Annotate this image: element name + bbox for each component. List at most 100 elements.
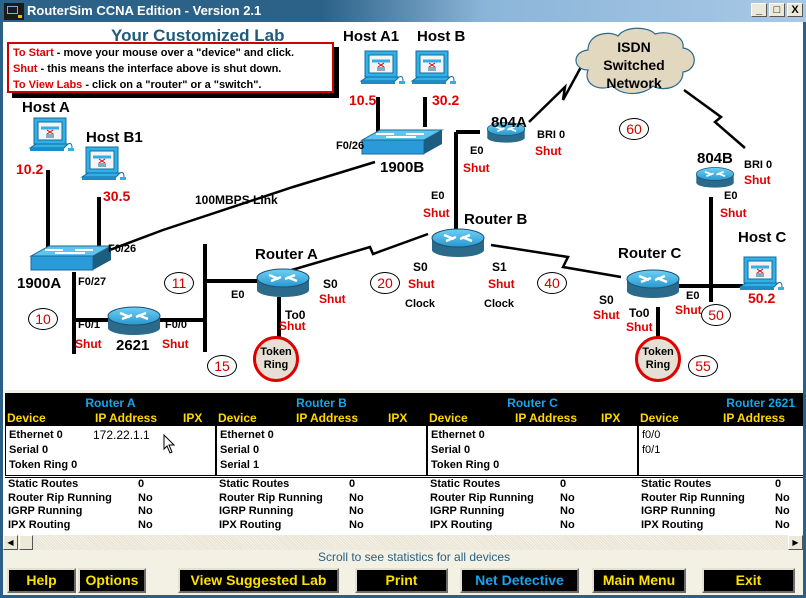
ip-address-value[interactable]: 172.22.1.1 xyxy=(93,428,150,442)
device-statistics: Router A Device IP Address IPX Ethernet … xyxy=(3,393,803,535)
links xyxy=(46,97,743,354)
maximize-button[interactable]: □ xyxy=(769,3,785,17)
port-routerb-s1: S1 xyxy=(492,260,507,274)
port-2621-f00: F0/0 xyxy=(165,319,188,331)
host-b1-label: Host B1 xyxy=(86,129,143,146)
router-b-icon[interactable] xyxy=(430,227,486,259)
col-ipx: IPX xyxy=(183,411,203,425)
shut-2621-f01: Shut xyxy=(75,337,102,351)
interface-row: Token Ring 0 xyxy=(9,459,78,471)
print-button[interactable]: Print xyxy=(355,568,448,593)
shut-804a-bri0: Shut xyxy=(535,144,562,158)
token-ring-a[interactable]: Token Ring xyxy=(253,336,299,382)
instruction-shut: Shut - this means the interface above is… xyxy=(13,63,282,75)
port-routera-e0: E0 xyxy=(231,289,245,301)
interface-row: Serial 0 xyxy=(220,444,260,456)
instruction-view-labs: To View Labs - click on a "router" or a … xyxy=(13,79,262,91)
router-c-icon[interactable] xyxy=(625,268,681,300)
options-button[interactable]: Options xyxy=(78,568,146,593)
interface-row: Serial 1 xyxy=(220,459,260,471)
port-routera-s0: S0 xyxy=(323,277,338,291)
col-ip: IP Address xyxy=(515,411,578,425)
view-suggested-lab-button[interactable]: View Suggested Lab xyxy=(178,568,339,593)
host-b1-icon[interactable] xyxy=(80,145,128,182)
serial-link-a-b xyxy=(284,232,429,274)
port-routerb-s0: S0 xyxy=(413,260,428,274)
col-ip: IP Address xyxy=(296,411,359,425)
port-routera-to0: To0 xyxy=(285,308,306,322)
router-804a-label: 804A xyxy=(491,114,527,131)
shut-routerb-s0: Shut xyxy=(408,277,435,291)
shut-routerc-e0: Shut xyxy=(675,303,702,317)
page-heading: Your Customized Lab xyxy=(111,26,285,45)
port-1900a-f027: F0/27 xyxy=(78,276,107,288)
network-number-11: 11 xyxy=(164,272,194,294)
shut-2621-f00: Shut xyxy=(162,337,189,351)
stats-panel-router-2621: Router 2621 Device IP Address f0/0 f0/1 … xyxy=(638,393,803,531)
network-number-40: 40 xyxy=(537,272,567,294)
link-100mbps xyxy=(98,160,376,256)
router-2621-icon[interactable] xyxy=(106,305,162,337)
router-a-icon[interactable] xyxy=(255,267,311,299)
isdn-cloud[interactable] xyxy=(575,27,695,95)
isdn-link-804a xyxy=(528,66,583,123)
host-b-label: Host B xyxy=(417,28,466,45)
network-number-10: 10 xyxy=(28,308,58,330)
main-menu-button[interactable]: Main Menu xyxy=(592,568,686,593)
host-a-ip: 10.2 xyxy=(16,161,44,177)
router-a-label: Router A xyxy=(255,246,318,263)
exit-button[interactable]: Exit xyxy=(702,568,795,593)
interface-row: Serial 0 xyxy=(9,444,49,456)
router-804b-icon[interactable] xyxy=(695,166,735,189)
port-804b-e0: E0 xyxy=(724,190,738,202)
instructions-box: To Start - move your mouse over a "devic… xyxy=(7,42,334,93)
scroll-right-button[interactable]: ▶ xyxy=(788,535,803,550)
help-button[interactable]: Help xyxy=(7,568,76,593)
port-routerc-to0: To0 xyxy=(629,306,650,320)
shut-804b-bri0: Shut xyxy=(744,173,771,187)
horizontal-scrollbar[interactable]: ◀ ▶ xyxy=(3,535,803,550)
close-button[interactable]: X xyxy=(787,3,803,17)
serial-link-b-c xyxy=(490,243,622,279)
host-b-icon[interactable] xyxy=(410,49,458,86)
mouse-cursor-icon xyxy=(163,434,176,454)
panel-title: Router A xyxy=(85,396,136,410)
switch-1900a-icon[interactable] xyxy=(30,245,112,271)
clock-routerb-s0: Clock xyxy=(405,298,435,310)
shut-routerc-s0: Shut xyxy=(593,308,620,322)
network-diagram: Your Customized Lab To Start - move your… xyxy=(3,22,803,390)
scroll-thumb[interactable] xyxy=(19,535,33,550)
scroll-hint: Scroll to see statistics for all devices xyxy=(318,550,511,564)
host-a1-ip: 10.5 xyxy=(349,92,377,108)
port-routerc-s0: S0 xyxy=(599,293,614,307)
instruction-start: To Start - move your mouse over a "devic… xyxy=(13,47,295,59)
host-a-icon[interactable] xyxy=(28,116,76,153)
token-ring-c[interactable]: Token Ring xyxy=(635,336,681,382)
host-b-ip: 30.2 xyxy=(432,92,460,108)
host-c-icon[interactable] xyxy=(738,255,786,292)
net-detective-button[interactable]: Net Detective xyxy=(460,568,579,593)
panel-title: Router B xyxy=(296,396,347,410)
panel-title: Router C xyxy=(507,396,558,410)
stats-panel-router-a: Router A Device IP Address IPX Ethernet … xyxy=(5,393,216,531)
switch-1900b-icon[interactable] xyxy=(361,129,443,155)
minimize-button[interactable]: _ xyxy=(751,3,767,17)
host-a1-icon[interactable] xyxy=(359,49,407,86)
isdn-link-804b xyxy=(683,88,746,149)
scroll-left-button[interactable]: ◀ xyxy=(3,535,18,550)
port-routerc-e0: E0 xyxy=(686,290,700,302)
shut-routera-s0: Shut xyxy=(319,292,346,306)
shut-routerc-to0: Shut xyxy=(626,320,653,334)
